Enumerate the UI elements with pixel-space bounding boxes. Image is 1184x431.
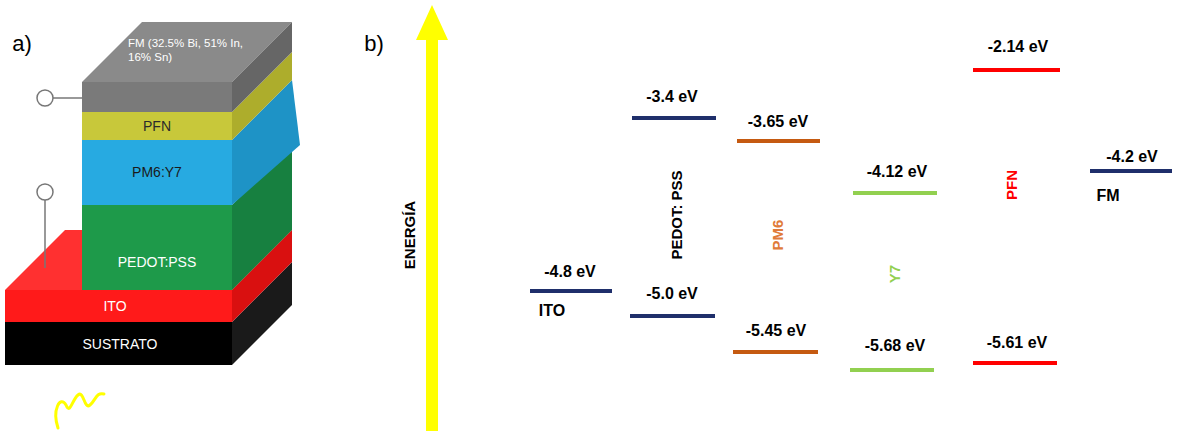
energy-arrow <box>416 5 448 431</box>
material-name: PM6 <box>770 220 787 251</box>
contact-terminal <box>37 184 53 200</box>
level-bar <box>850 368 934 372</box>
contact-wire <box>53 97 82 99</box>
pfn-front <box>82 112 232 140</box>
pedot-front <box>82 205 232 290</box>
active-front <box>82 140 232 205</box>
contact-wire <box>44 200 46 268</box>
energy-value: -3.4 eV <box>646 88 698 106</box>
substrate-layer: SUSTRATO <box>20 325 220 363</box>
layer-label: SUSTRATO <box>83 336 158 353</box>
substrate-front <box>5 322 232 365</box>
layer-label: FM (32.5% Bi, 51% In, 16% Sn) <box>128 37 269 65</box>
light-symbol <box>56 394 104 428</box>
level-bar <box>973 68 1060 72</box>
material-name: PEDOT: PSS <box>669 170 686 259</box>
level-bar <box>630 314 715 318</box>
level-bar <box>853 191 937 195</box>
level-bar <box>737 139 820 143</box>
material-name: PFN <box>1004 170 1021 200</box>
material-name: ITO <box>539 302 565 320</box>
energy-value: -5.45 eV <box>746 322 806 340</box>
energy-levels <box>530 70 1172 370</box>
fm-front <box>82 82 232 112</box>
electrode-layer: ITO <box>40 292 190 320</box>
fm-side <box>232 22 292 112</box>
axis-label: ENERGÍA <box>402 201 419 269</box>
metal-electrode-layer: FM (32.5% Bi, 51% In, 16% Sn) <box>128 34 269 68</box>
level-bar <box>632 116 716 120</box>
level-bar <box>973 361 1057 365</box>
energy-value: -2.14 eV <box>988 38 1048 56</box>
energy-value: -4.8 eV <box>544 263 596 281</box>
material-name: FM <box>1096 187 1119 205</box>
level-bar <box>1090 169 1172 173</box>
interlayer: PFN <box>82 112 232 140</box>
layer-label: PFN <box>143 118 171 135</box>
material-name: Y7 <box>887 265 904 283</box>
hole-transport-layer: PEDOT:PSS <box>82 240 232 284</box>
contact-terminal <box>37 90 53 106</box>
layer-label: ITO <box>103 298 126 315</box>
panel-label: a) <box>12 32 32 56</box>
energy-value: -5.0 eV <box>646 285 698 303</box>
level-bar <box>530 289 612 293</box>
level-bar <box>733 350 818 354</box>
energy-value: -5.68 eV <box>865 337 925 355</box>
energy-value: -4.12 eV <box>867 163 927 181</box>
ito-front <box>5 290 232 322</box>
energy-value: -4.2 eV <box>1106 148 1158 166</box>
layer-label: PM6:Y7 <box>132 164 182 181</box>
energy-value: -3.65 eV <box>748 113 808 131</box>
layer-label: PEDOT:PSS <box>118 254 197 271</box>
panel-label: b) <box>364 32 384 56</box>
energy-value: -5.61 eV <box>987 334 1047 352</box>
active-layer: PM6:Y7 <box>82 140 232 205</box>
